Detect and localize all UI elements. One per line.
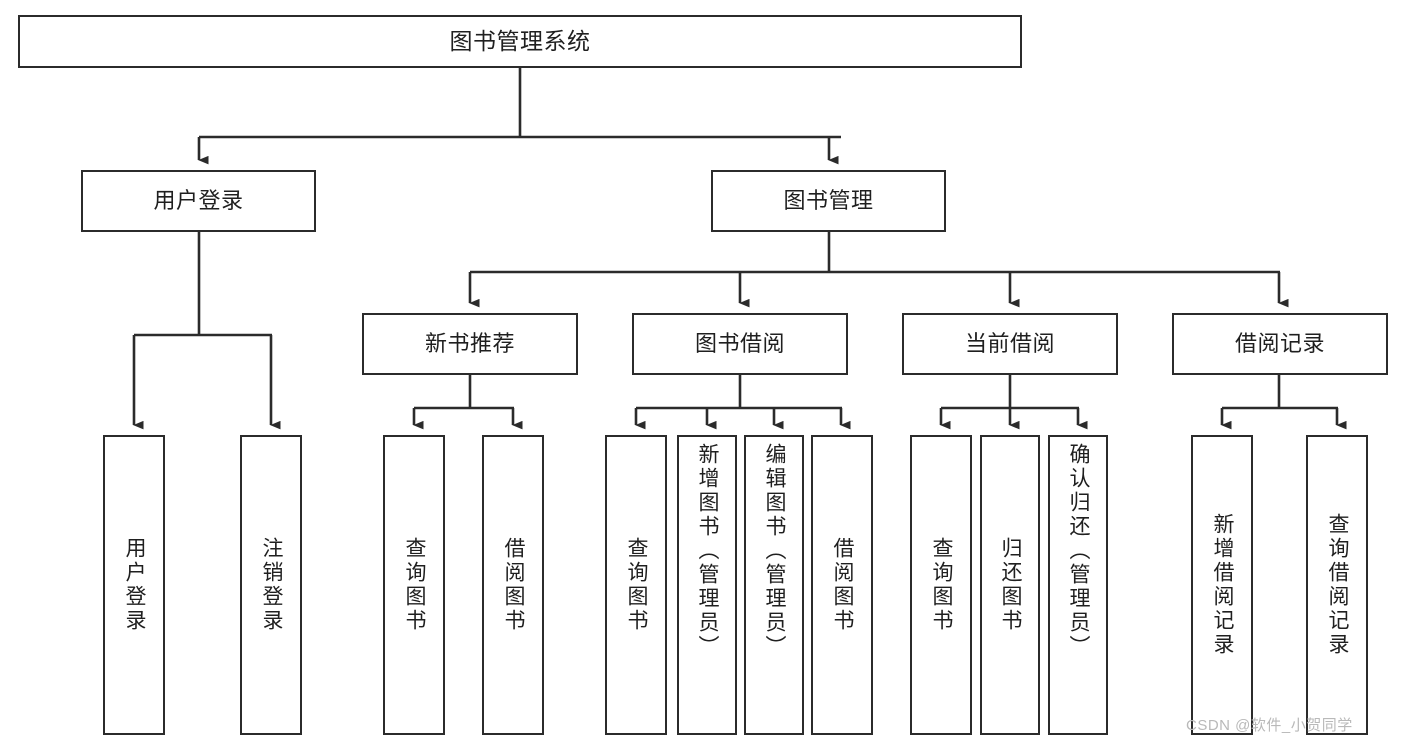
node-root[interactable]: 图书管理系统 (18, 15, 1022, 68)
node-leaf-return-book[interactable]: 归还图书 (980, 435, 1040, 735)
node-new-book-recommend[interactable]: 新书推荐 (362, 313, 578, 375)
node-leaf-add-book[interactable]: 新增图书（管理员） (677, 435, 737, 735)
node-leaf-query-book-1-label: 查询图书 (403, 537, 427, 633)
node-user-login-group[interactable]: 用户登录 (81, 170, 316, 232)
node-leaf-borrow-book-1-label: 借阅图书 (502, 537, 526, 633)
node-leaf-confirm-return[interactable]: 确认归还（管理员） (1048, 435, 1108, 735)
node-leaf-query-book-1[interactable]: 查询图书 (383, 435, 445, 735)
node-new-book-recommend-label: 新书推荐 (424, 331, 515, 357)
node-current-borrow-label: 当前借阅 (964, 331, 1055, 357)
node-leaf-query-book-3[interactable]: 查询图书 (910, 435, 972, 735)
node-borrow-records-label: 借阅记录 (1234, 331, 1325, 357)
node-leaf-query-book-2[interactable]: 查询图书 (605, 435, 667, 735)
node-current-borrow[interactable]: 当前借阅 (902, 313, 1118, 375)
node-leaf-add-record[interactable]: 新增借阅记录 (1191, 435, 1253, 735)
node-book-borrow-label: 图书借阅 (694, 331, 785, 357)
node-book-borrow[interactable]: 图书借阅 (632, 313, 848, 375)
node-leaf-user-login-label: 用户登录 (123, 537, 147, 633)
csdn-watermark: CSDN @软件_小贺同学 (1186, 717, 1353, 734)
node-leaf-query-book-2-label: 查询图书 (625, 537, 649, 633)
node-leaf-user-logout-label: 注销登录 (260, 537, 284, 633)
node-leaf-edit-book-label: 编辑图书（管理员） (763, 443, 787, 659)
node-leaf-edit-book[interactable]: 编辑图书（管理员） (744, 435, 804, 735)
node-leaf-confirm-return-label: 确认归还（管理员） (1067, 443, 1091, 659)
node-user-login-group-label: 用户登录 (153, 188, 244, 214)
node-leaf-add-book-label: 新增图书（管理员） (696, 443, 720, 659)
node-leaf-query-record[interactable]: 查询借阅记录 (1306, 435, 1368, 735)
node-leaf-return-book-label: 归还图书 (999, 537, 1023, 633)
node-borrow-records[interactable]: 借阅记录 (1172, 313, 1388, 375)
node-leaf-borrow-book-2-label: 借阅图书 (831, 537, 855, 633)
node-leaf-query-book-3-label: 查询图书 (930, 537, 954, 633)
node-leaf-borrow-book-1[interactable]: 借阅图书 (482, 435, 544, 735)
node-leaf-user-login[interactable]: 用户登录 (103, 435, 165, 735)
node-leaf-borrow-book-2[interactable]: 借阅图书 (811, 435, 873, 735)
node-root-label: 图书管理系统 (449, 27, 591, 54)
node-book-management-label: 图书管理 (783, 188, 874, 214)
node-leaf-user-logout[interactable]: 注销登录 (240, 435, 302, 735)
node-leaf-add-record-label: 新增借阅记录 (1211, 513, 1235, 657)
node-leaf-query-record-label: 查询借阅记录 (1326, 513, 1350, 657)
node-book-management[interactable]: 图书管理 (711, 170, 946, 232)
